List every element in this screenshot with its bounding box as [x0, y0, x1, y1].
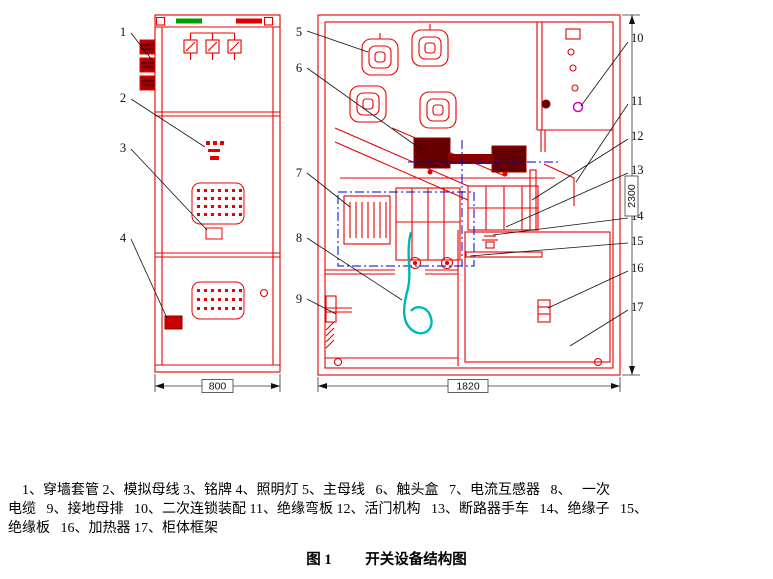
callout-17: 17 — [631, 300, 644, 314]
dimension-lines — [154, 14, 640, 392]
primary-cable — [402, 231, 433, 335]
figure-caption: 图 1 开关设备结构图 — [0, 548, 773, 569]
callout-9: 9 — [296, 292, 302, 306]
switchgear-structure-diagram: 1 2 3 4 5 6 7 8 9 10 11 12 13 14 15 16 1… — [120, 14, 644, 393]
contact-box-assembly — [413, 137, 527, 177]
dim-side-depth: 1820 — [456, 381, 480, 393]
nameplate — [205, 227, 223, 240]
callout-10: 10 — [631, 31, 644, 45]
heater — [537, 299, 551, 323]
front-view — [154, 14, 281, 373]
parts-legend: 1、穿墙套管 2、模拟母线 3、铭牌 4、照明灯 5、主母线 6、触头盒 7、电… — [8, 481, 768, 538]
callout-6: 6 — [296, 61, 302, 75]
secondary-interlock — [572, 101, 584, 113]
phantom-lines — [337, 140, 560, 267]
callout-5: 5 — [296, 25, 302, 39]
shutter-mechanism — [529, 169, 537, 231]
legend-line-2: 电缆 9、接地母排 10、二次连锁装配 11、绝缘弯板 12、活门机构 13、断… — [8, 502, 648, 517]
figure-caption-title: 开关设备结构图 — [365, 552, 467, 568]
main-busbar-coils — [349, 24, 457, 129]
figure-caption-label: 图 1 — [306, 552, 332, 568]
cable-compartment — [464, 231, 611, 363]
vent-grille-lower — [191, 281, 245, 320]
grounding-busbar — [325, 295, 352, 349]
dim-front-width: 800 — [209, 381, 227, 393]
vent-grille-upper — [191, 182, 245, 225]
callout-7: 7 — [296, 166, 302, 180]
side-cabinet-outline — [317, 14, 621, 376]
side-view — [317, 14, 621, 376]
callout-2: 2 — [120, 91, 126, 105]
callout-3: 3 — [120, 141, 126, 155]
insulating-plate — [465, 251, 543, 258]
front-cabinet-outline — [154, 14, 281, 373]
dimension-labels: 800 1820 2300 — [201, 175, 639, 393]
legend-line-1: 1、穿墙套管 2、模拟母线 3、铭牌 4、照明灯 5、主母线 6、触头盒 7、电… — [8, 483, 610, 498]
dim-height: 2300 — [626, 184, 638, 208]
callout-leaders — [130, 30, 629, 347]
model-label-strip — [176, 18, 262, 24]
callout-4: 4 — [120, 231, 127, 245]
lighting-lamp — [164, 315, 183, 330]
breaker-truck — [408, 185, 539, 270]
current-transformer — [343, 195, 391, 245]
callout-15: 15 — [631, 234, 644, 248]
callout-numbers: 1 2 3 4 5 6 7 8 9 10 11 12 13 14 15 16 1… — [120, 25, 644, 314]
mimic-busline-diagram — [183, 32, 242, 60]
callout-16: 16 — [631, 261, 644, 275]
callout-1: 1 — [120, 25, 126, 39]
mimic-marks — [206, 141, 224, 160]
callout-11: 11 — [631, 94, 643, 108]
insulating-bent-plate — [543, 163, 575, 206]
legend-line-3: 绝缘板 16、加热器 17、柜体框架 — [8, 521, 218, 536]
callout-8: 8 — [296, 231, 302, 245]
callout-13: 13 — [631, 163, 644, 177]
door-knob — [259, 288, 269, 298]
callout-12: 12 — [631, 129, 644, 143]
